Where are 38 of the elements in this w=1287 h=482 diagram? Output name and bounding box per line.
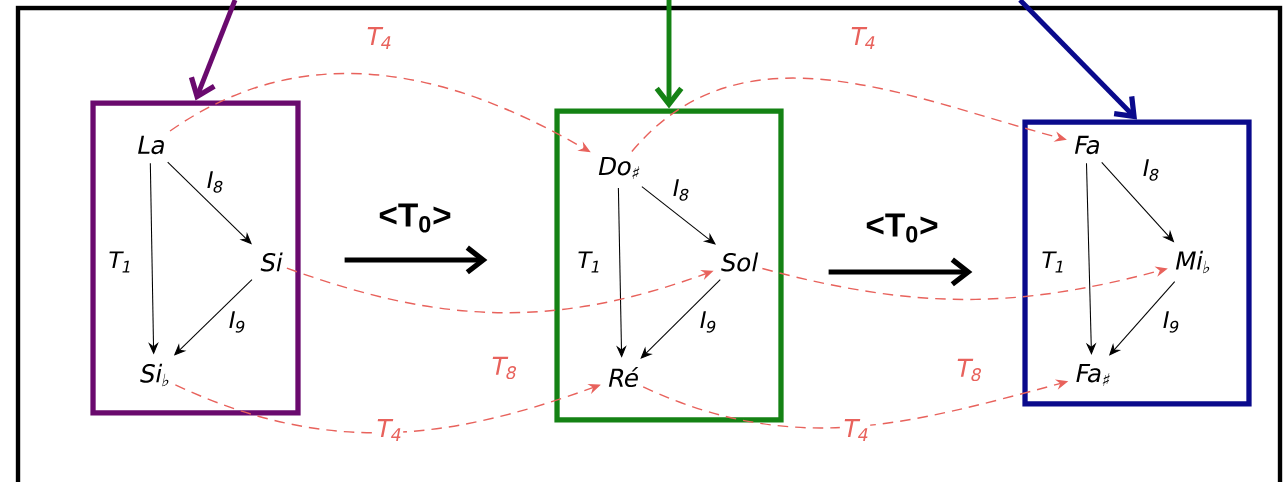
note-label: Fa$_{♯}$ [1076,364,1110,386]
edge-label: T$_{4}$ [839,417,871,443]
edge-label: T$_{8}$ [487,355,519,381]
edge-label: I$_{8}$ [669,177,691,203]
edge-label: <T$_{0}$> [376,201,454,235]
arrow [344,245,488,275]
edge-label: T$_{4}$ [372,417,404,443]
arrow [616,187,627,358]
arrow [188,0,238,101]
arrow [641,186,716,245]
arrow [1018,0,1137,120]
edge-label: I$_{8}$ [1139,157,1161,183]
note-label: Sol [721,252,759,272]
edge-label: T$_{1}$ [104,249,134,275]
arrow [640,279,721,359]
group-box [554,108,784,423]
arrow [654,0,684,109]
note-label: La [138,135,164,155]
note-label: Si [260,252,283,272]
edge-label: <T$_{0}$> [863,211,941,245]
edge-label: T$_{1}$ [573,249,603,275]
edge-label: I$_{8}$ [203,169,225,195]
edge-label: T$_{4}$ [846,25,878,51]
note-label: Mi$_{♭}$ [1175,250,1210,274]
note-label: Do$_{♯}$ [598,157,640,179]
edge-label: I$_{9}$ [225,309,247,335]
edge-label: T$_{1}$ [1037,249,1067,275]
group-box [90,100,301,416]
arrow [1085,162,1097,355]
group-box [1022,119,1252,407]
edge-label: T$_{8}$ [952,357,984,383]
note-label: Fa [1074,135,1099,155]
note-label: Ré [608,367,639,387]
note-label: Si$_{♭}$ [140,363,169,387]
edge-label: I$_{9}$ [1159,309,1181,335]
edge-label: I$_{9}$ [696,309,718,335]
edge-label: T$_{4}$ [362,25,394,51]
arrow [828,257,973,287]
